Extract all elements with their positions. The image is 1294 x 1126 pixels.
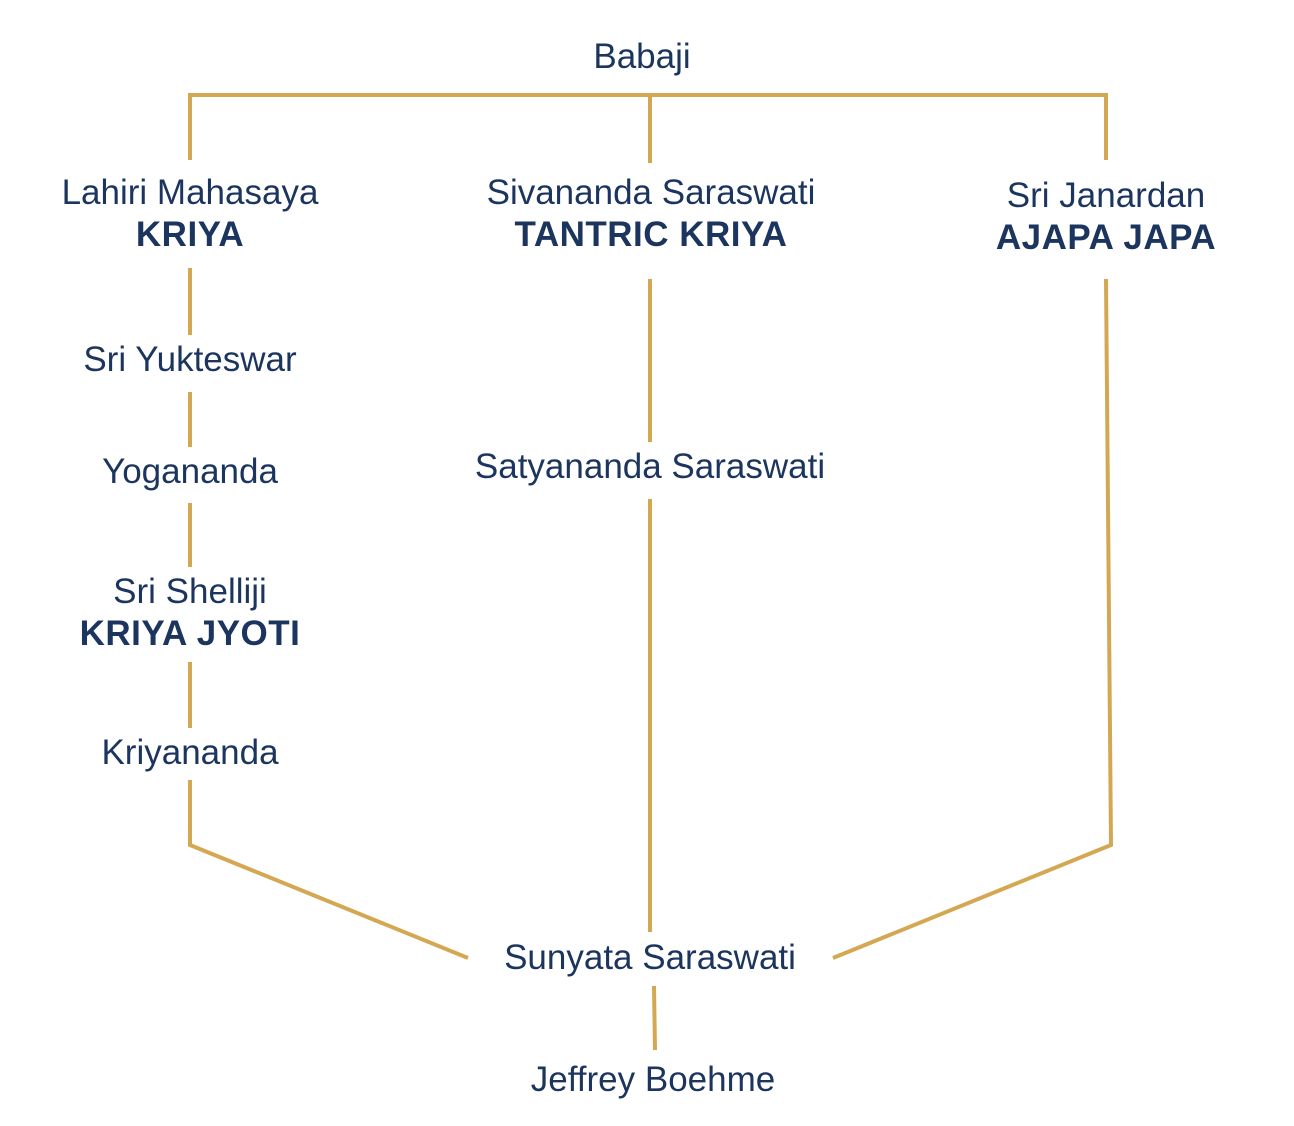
connector-kriyananda-sunyata: [188, 780, 469, 960]
node-sri-yukteswar-name: Sri Yukteswar: [83, 340, 297, 379]
node-yogananda-name: Yogananda: [102, 452, 278, 491]
node-satyananda-saraswati: Satyananda Saraswati: [475, 446, 825, 488]
connector-janardan-sunyata: [832, 278, 1114, 960]
node-jeffrey-boehme: Jeffrey Boehme: [531, 1059, 776, 1101]
node-sri-shelliji-practice: KRIYA JYOTI: [79, 614, 301, 653]
node-sivananda-saraswati-practice: TANTRIC KRIYA: [514, 215, 788, 254]
node-lahiri-mahasaya: Lahiri Mahasaya KRIYA: [62, 172, 319, 256]
node-jeffrey-boehme-name: Jeffrey Boehme: [530, 1060, 776, 1099]
node-sri-janardan-practice: AJAPA JAPA: [995, 218, 1217, 257]
node-lahiri-mahasaya-name: Lahiri Mahasaya: [61, 173, 319, 212]
connector-sunyata-jeffrey: [652, 985, 657, 1051]
node-sri-shelliji-name: Sri Shelliji: [113, 572, 267, 611]
node-babaji: Babaji: [593, 36, 690, 78]
node-sri-yukteswar: Sri Yukteswar: [83, 339, 296, 381]
node-yogananda: Yogananda: [102, 451, 278, 493]
node-satyananda-saraswati-name: Satyananda Saraswati: [474, 447, 826, 486]
node-sri-janardan: Sri Janardan AJAPA JAPA: [996, 175, 1216, 259]
node-kriyananda: Kriyananda: [101, 732, 278, 774]
node-babaji-name: Babaji: [593, 37, 691, 76]
node-sunyata-saraswati: Sunyata Saraswati: [504, 937, 796, 979]
node-sunyata-saraswati-name: Sunyata Saraswati: [504, 938, 796, 977]
node-kriyananda-name: Kriyananda: [101, 733, 279, 772]
node-lahiri-mahasaya-practice: KRIYA: [135, 215, 245, 254]
node-sri-shelliji: Sri Shelliji KRIYA JYOTI: [80, 571, 301, 655]
node-sivananda-saraswati-name: Sivananda Saraswati: [486, 173, 816, 212]
node-sivananda-saraswati: Sivananda Saraswati TANTRIC KRIYA: [487, 172, 816, 256]
node-sri-janardan-name: Sri Janardan: [1006, 176, 1206, 215]
